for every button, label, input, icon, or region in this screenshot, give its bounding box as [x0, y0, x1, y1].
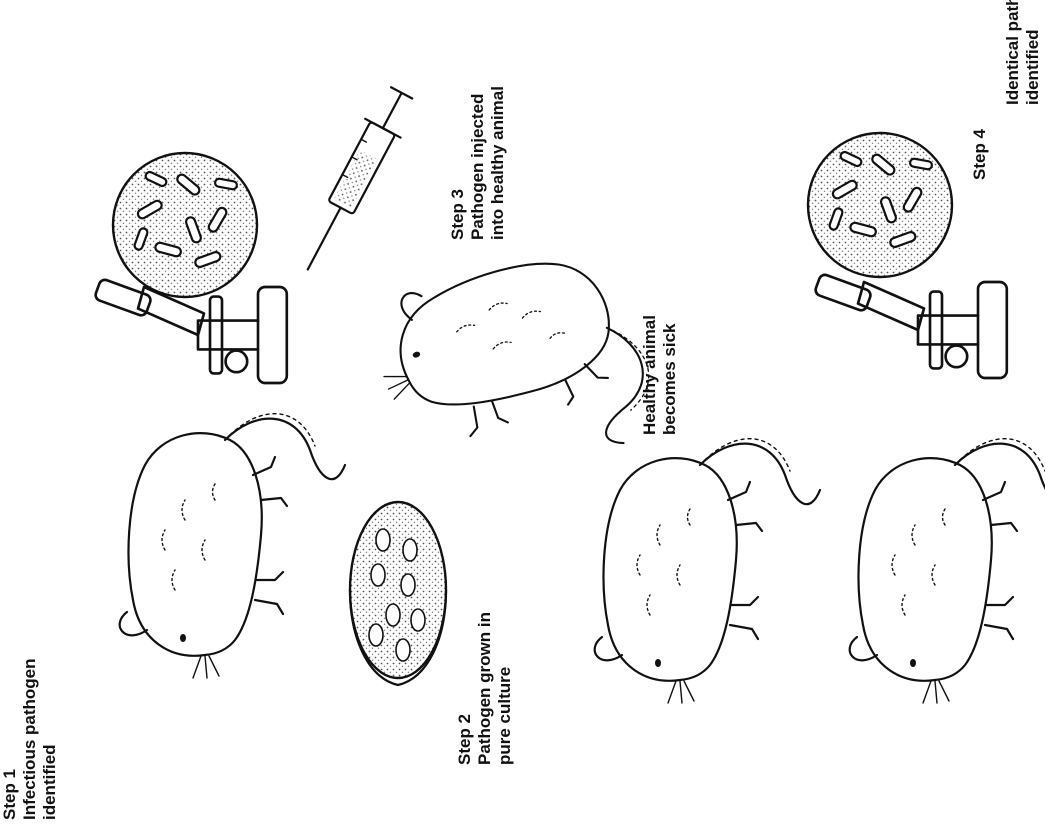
step1-line1: Infectious pathogen	[20, 659, 40, 821]
step1-line2: identified	[40, 659, 60, 821]
step2-line2: pure culture	[495, 612, 515, 765]
step2-label: Step 2 Pathogen grown in pure culture	[455, 612, 515, 765]
microscope-field-1	[113, 153, 257, 297]
infected-mouse-4	[850, 439, 1045, 703]
culture-dish	[350, 502, 446, 685]
healthy-mouse	[360, 225, 669, 512]
sick-mouse	[595, 439, 820, 703]
step4-desc: Identical pathogen identified	[1003, 0, 1043, 105]
step2-number: Step 2	[455, 612, 475, 765]
syringe	[290, 83, 419, 278]
step3-line2: into healthy animal	[488, 86, 508, 240]
microscope-field-4	[808, 133, 952, 277]
step3-number: Step 3	[448, 86, 468, 240]
step4-line1: Identical pathogen	[1003, 0, 1023, 105]
step3-label: Step 3 Pathogen injected into healthy an…	[448, 86, 508, 240]
sick-line2: becomes sick	[660, 315, 680, 435]
step4-label: Step 4	[970, 129, 990, 180]
step3-line1: Pathogen injected	[468, 86, 488, 240]
microscope-4	[814, 273, 1007, 378]
step4-number: Step 4	[970, 129, 990, 180]
sick-line1: Healthy animal	[640, 315, 660, 435]
step1-label: Step 1 Infectious pathogen identified	[0, 659, 60, 821]
infected-mouse-1	[120, 414, 345, 678]
sick-label: Healthy animal becomes sick	[640, 315, 680, 435]
step4-line2: identified	[1023, 0, 1043, 105]
step2-line1: Pathogen grown in	[475, 612, 495, 765]
step1-number: Step 1	[0, 659, 20, 821]
